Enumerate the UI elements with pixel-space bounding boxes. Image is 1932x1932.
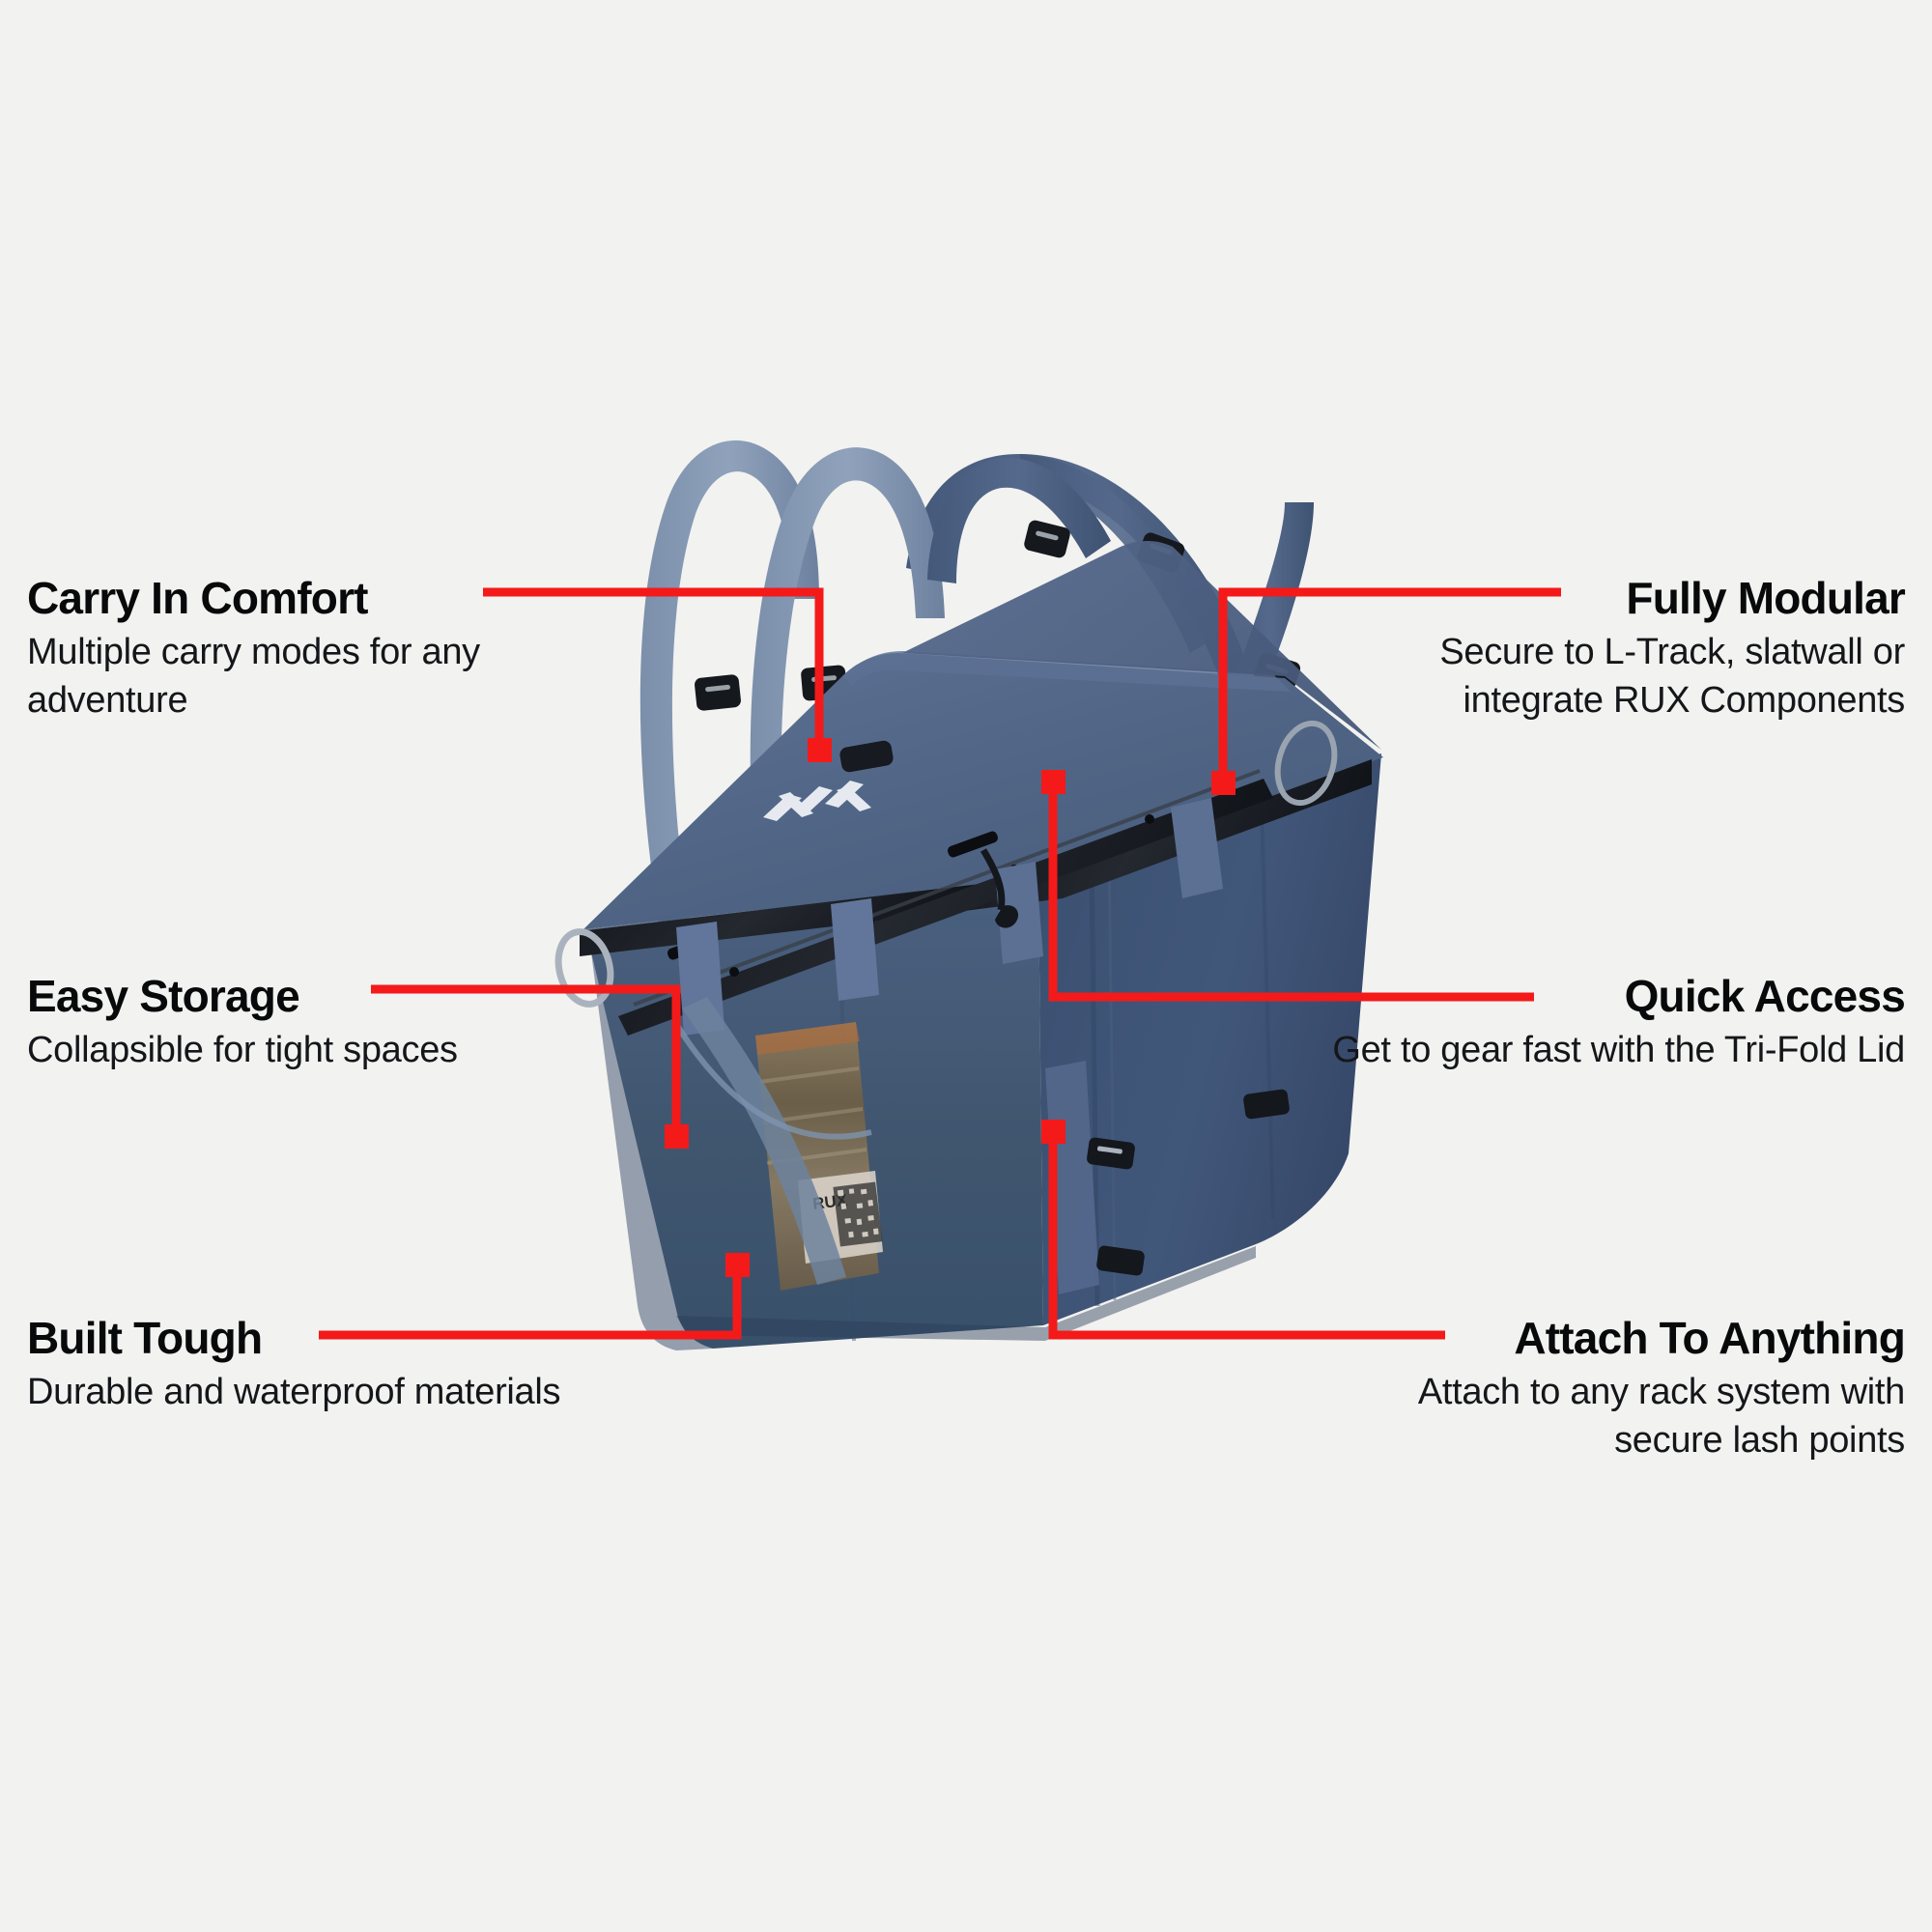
callout-fully-modular: Fully Modular Secure to L-Track, slatwal…	[1316, 573, 1905, 725]
endpoint-built-tough	[725, 1253, 750, 1277]
leader-attach-to-anything	[1048, 1140, 1445, 1340]
endpoint-easy-storage	[665, 1124, 689, 1149]
callout-description: Collapsible for tight spaces	[27, 1029, 458, 1070]
callout-title: Easy Storage	[27, 971, 300, 1021]
callout-description: Get to gear fast with the Tri-Fold Lid	[1332, 1029, 1905, 1070]
callout-quick-access: Quick Access Get to gear fast with the T…	[1316, 971, 1906, 1074]
callout-attach-to-anything: Attach To Anything Attach to any rack sy…	[1316, 1313, 1906, 1465]
leader-fully-modular	[1218, 587, 1561, 773]
leader-built-tough	[319, 1273, 742, 1340]
callout-description: Multiple carry modes for any adventure	[27, 631, 480, 722]
endpoint-attach-to-anything	[1041, 1120, 1065, 1144]
leader-carry-in-comfort	[483, 587, 824, 742]
leader-quick-access	[1048, 790, 1534, 1002]
callout-description: Durable and waterproof materials	[27, 1371, 561, 1412]
leader-easy-storage	[371, 984, 681, 1128]
callout-title: Attach To Anything	[1514, 1313, 1905, 1363]
endpoint-quick-access	[1041, 770, 1065, 794]
callout-easy-storage: Easy Storage Collapsible for tight space…	[27, 971, 616, 1074]
callout-title: Carry In Comfort	[27, 573, 368, 623]
endpoint-carry-in-comfort	[808, 738, 832, 762]
callout-title: Built Tough	[27, 1313, 263, 1363]
callout-title: Fully Modular	[1626, 573, 1905, 623]
callout-title: Quick Access	[1624, 971, 1906, 1021]
callout-carry-in-comfort: Carry In Comfort Multiple carry modes fo…	[27, 573, 616, 725]
callout-built-tough: Built Tough Durable and waterproof mater…	[27, 1313, 616, 1416]
callout-description: Secure to L-Track, slatwall or integrate…	[1439, 631, 1905, 722]
endpoint-fully-modular	[1211, 771, 1236, 795]
callout-description: Attach to any rack system with secure la…	[1417, 1371, 1905, 1462]
